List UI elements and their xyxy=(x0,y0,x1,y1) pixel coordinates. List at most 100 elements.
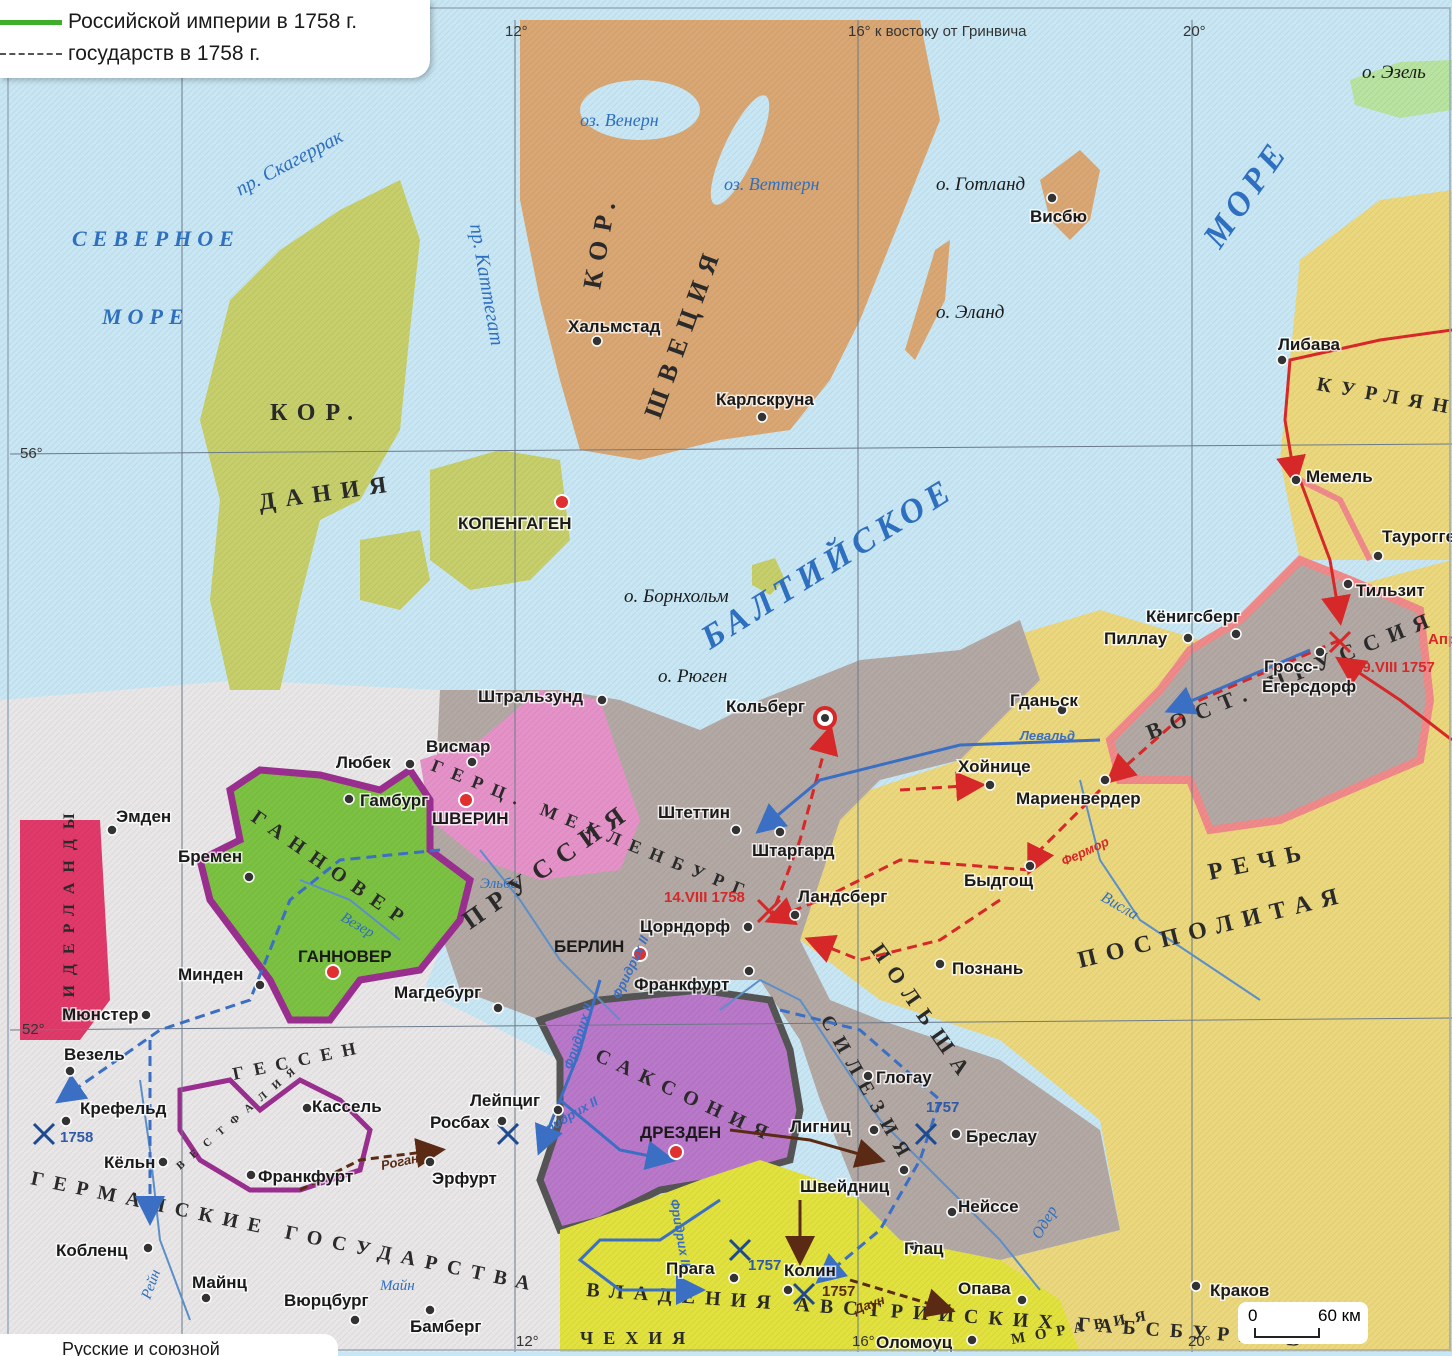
event-1757-prague: 1757 xyxy=(748,1257,781,1274)
legend-line-green-icon xyxy=(0,19,62,25)
event-apraksin: Апр xyxy=(1428,631,1452,648)
city-libava: Либава xyxy=(1278,335,1341,354)
battle-icon-prague xyxy=(728,1238,752,1262)
ezel-label: о. Эзель xyxy=(1362,62,1426,83)
battle-icon-kolin xyxy=(792,1282,816,1306)
city-krefeld: Крефельд xyxy=(80,1099,167,1118)
city-wurzburg: Вюрцбург xyxy=(284,1291,369,1310)
city-bydgoszcz: Быдгощ xyxy=(964,871,1034,890)
city-chojnice: Хойнице xyxy=(958,757,1031,776)
city-minden: Минден xyxy=(178,965,243,984)
scale-bar-label: 60 км xyxy=(1318,1306,1361,1325)
legend-panel: Российской империи в 1758 г. государств … xyxy=(0,0,430,78)
gotland-label: о. Готланд xyxy=(936,174,1025,195)
event-zorndorf-date: 14.VIII 1758 xyxy=(664,889,745,906)
city-breslau: Бреслау xyxy=(966,1127,1038,1146)
battle-icon-gross-egersdorf xyxy=(1328,630,1352,654)
grid-label-lat52: 52° xyxy=(22,1021,45,1038)
oland-label: о. Эланд xyxy=(936,302,1004,323)
city-memel: Мемель xyxy=(1306,467,1373,486)
city-stettin: Штеттин xyxy=(658,803,730,822)
city-halmstad: Хальмстад xyxy=(568,317,661,336)
legend-line-dashed-icon xyxy=(0,53,62,55)
legend-label-russian-border: Российской империи в 1758 г. xyxy=(68,10,358,33)
graticule xyxy=(9,20,1452,1352)
battle-icon-breslau xyxy=(914,1122,938,1146)
event-gross-egersdorf-date: 19.VIII 1757 xyxy=(1354,659,1435,676)
other-routes xyxy=(299,1128,956,1318)
grid-label-lat56: 56° xyxy=(20,445,43,462)
city-opava: Опава xyxy=(958,1279,1011,1298)
grid-label-lon12-bottom: 12° xyxy=(516,1333,539,1350)
city-gross-egersdorf-2: Егерсдорф xyxy=(1262,677,1356,696)
city-visby: Висбю xyxy=(1030,207,1087,226)
city-dots xyxy=(60,192,1384,1346)
city-pillau: Пиллау xyxy=(1104,629,1168,648)
city-berlin: БЕРЛИН xyxy=(554,937,624,956)
scale-bar-line xyxy=(1254,1336,1320,1338)
event-1757-kolin: 1757 xyxy=(822,1283,855,1300)
city-olomouc: Оломоуц xyxy=(876,1333,953,1352)
city-gross-egersdorf-1: Гросс- xyxy=(1264,657,1318,676)
city-emden: Эмден xyxy=(116,807,171,826)
battle-icon-zorndorf xyxy=(756,898,782,924)
city-hamburg: Гамбург xyxy=(360,791,428,810)
scale-bar-zero: 0 xyxy=(1248,1306,1258,1325)
grid-label-lon16-bottom: 16° xyxy=(852,1333,875,1350)
grid-label-lon20-bottom: 20° xyxy=(1188,1333,1211,1350)
city-landsberg: Ландсберг xyxy=(798,887,887,906)
denmark-label-1: КОР. xyxy=(270,400,363,426)
legend-row-state-borders: государств в 1758 г. xyxy=(0,40,260,68)
city-erfurt: Эрфурт xyxy=(432,1169,497,1188)
city-stralsund: Штральзунд xyxy=(478,687,583,706)
scale-bar-tick-right xyxy=(1318,1328,1320,1337)
battle-icon-krefeld xyxy=(32,1122,56,1146)
battle-icon-rossbach xyxy=(496,1122,520,1146)
city-rossbach: Росбах xyxy=(430,1113,490,1132)
city-stargard: Штаргард xyxy=(752,841,835,860)
city-hannover: ГАННОВЕР xyxy=(298,947,392,966)
city-frankfurt-oder: Франкфурт xyxy=(634,975,729,994)
city-prague: Прага xyxy=(666,1259,715,1278)
city-glatz: Глац xyxy=(904,1239,944,1258)
scale-bar-tick-left xyxy=(1254,1328,1256,1337)
north-sea-label-2: МОРЕ xyxy=(101,304,190,329)
city-schwerin: ШВЕРИН xyxy=(432,809,509,828)
event-1758-krefeld: 1758 xyxy=(60,1129,93,1146)
city-koln: Кёльн xyxy=(104,1153,155,1172)
vattern-label: оз. Веттерн xyxy=(724,174,820,194)
city-marienwerder: Мариенвердер xyxy=(1016,789,1141,808)
city-neisse: Нейссе xyxy=(958,1197,1019,1216)
grid-label-lon20: 20° xyxy=(1183,23,1206,40)
main-label: Майн xyxy=(379,1278,415,1294)
city-kolberg: Кольберг xyxy=(726,697,805,716)
scale-bar: 0 60 км xyxy=(1238,1302,1368,1344)
city-zorndorf: Цорндорф xyxy=(640,917,730,936)
event-1757-silesia: 1757 xyxy=(926,1099,959,1116)
north-sea-label-1: СЕВЕРНОЕ xyxy=(72,226,240,251)
city-frankfurt-main: Франкфурт xyxy=(258,1167,353,1186)
city-wesel: Везель xyxy=(64,1045,125,1064)
commander-lewald: Левальд xyxy=(1019,728,1075,743)
legend-row-russian-border: Российской империи в 1758 г. xyxy=(0,8,357,36)
city-copenhagen: КОПЕНГАГЕН xyxy=(458,514,572,533)
bohemia-label: ЧЕХИЯ xyxy=(580,1328,695,1348)
city-magdeburg: Магдебург xyxy=(394,983,481,1002)
city-schweidnitz: Швейдниц xyxy=(800,1177,890,1196)
grid-label-lon16: 16° к востоку от Гринвича xyxy=(848,23,1027,40)
elba-label: Эльба xyxy=(480,876,518,892)
city-dresden: ДРЕЗДЕН xyxy=(640,1123,721,1142)
city-kolin: Колин xyxy=(784,1261,836,1280)
rivers xyxy=(139,779,1261,1321)
city-glogau: Глогау xyxy=(876,1068,932,1087)
battle-icons xyxy=(756,630,1352,924)
vanern-label: оз. Венерн xyxy=(580,110,659,130)
city-konigsberg: Кёнигсберг xyxy=(1146,607,1240,626)
city-gdansk: Гданьск xyxy=(1010,691,1078,710)
bottom-legend-note: Русские и союзной xyxy=(0,1334,338,1356)
grid-label-lon12: 12° xyxy=(505,23,528,40)
battle-icons-blue xyxy=(32,1122,938,1306)
city-koblenz: Кобленц xyxy=(56,1241,128,1260)
